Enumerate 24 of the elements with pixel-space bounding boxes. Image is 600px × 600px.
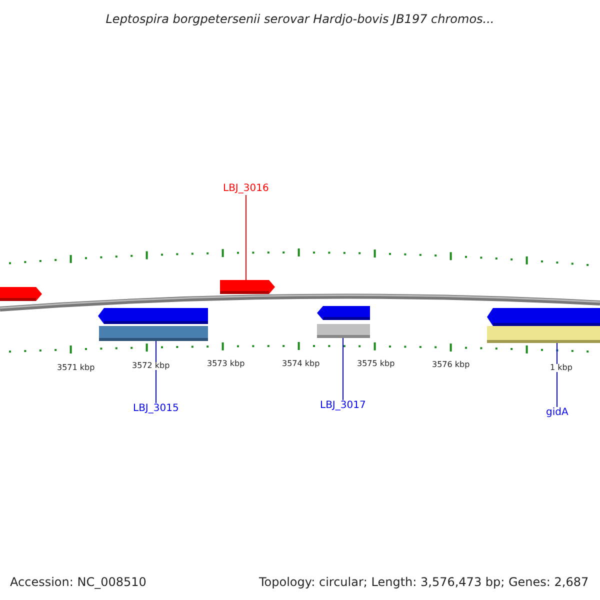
scale-label: 3575 kbp	[356, 360, 396, 368]
feature-bar	[487, 326, 600, 343]
scale-label: 3576 kbp	[431, 361, 471, 369]
scale-label: 1 kbp	[549, 364, 574, 372]
gene-feature	[220, 280, 275, 294]
info-text: Accession: NC_008510	[9, 576, 148, 588]
gene-feature	[317, 306, 370, 320]
scale-label: 3573 kbp	[206, 360, 246, 368]
gene-feature	[487, 308, 600, 326]
title: Leptospira borgpetersenii serovar Hardjo-bovis JB197 chromos...	[104, 13, 496, 25]
scale-label: 3571 kbp	[56, 364, 96, 372]
leader-line	[556, 342, 558, 408]
gene-label: LBJ_3015	[133, 404, 179, 414]
feature-bar	[317, 324, 370, 338]
scale-label: 3572 kbp	[131, 362, 171, 370]
info-text: Topology: circular; Length: 3,576,473 bp; Genes: 2,687	[258, 576, 590, 588]
feature-bar	[99, 326, 208, 341]
scale-label: 3574 kbp	[281, 360, 321, 368]
gene-feature	[98, 308, 208, 324]
gene-label: gidA	[546, 408, 568, 418]
gene-feature	[0, 287, 42, 301]
gene-label: LBJ_3017	[320, 401, 366, 411]
leader-line	[342, 338, 344, 400]
gene-label: LBJ_3016	[223, 184, 269, 194]
